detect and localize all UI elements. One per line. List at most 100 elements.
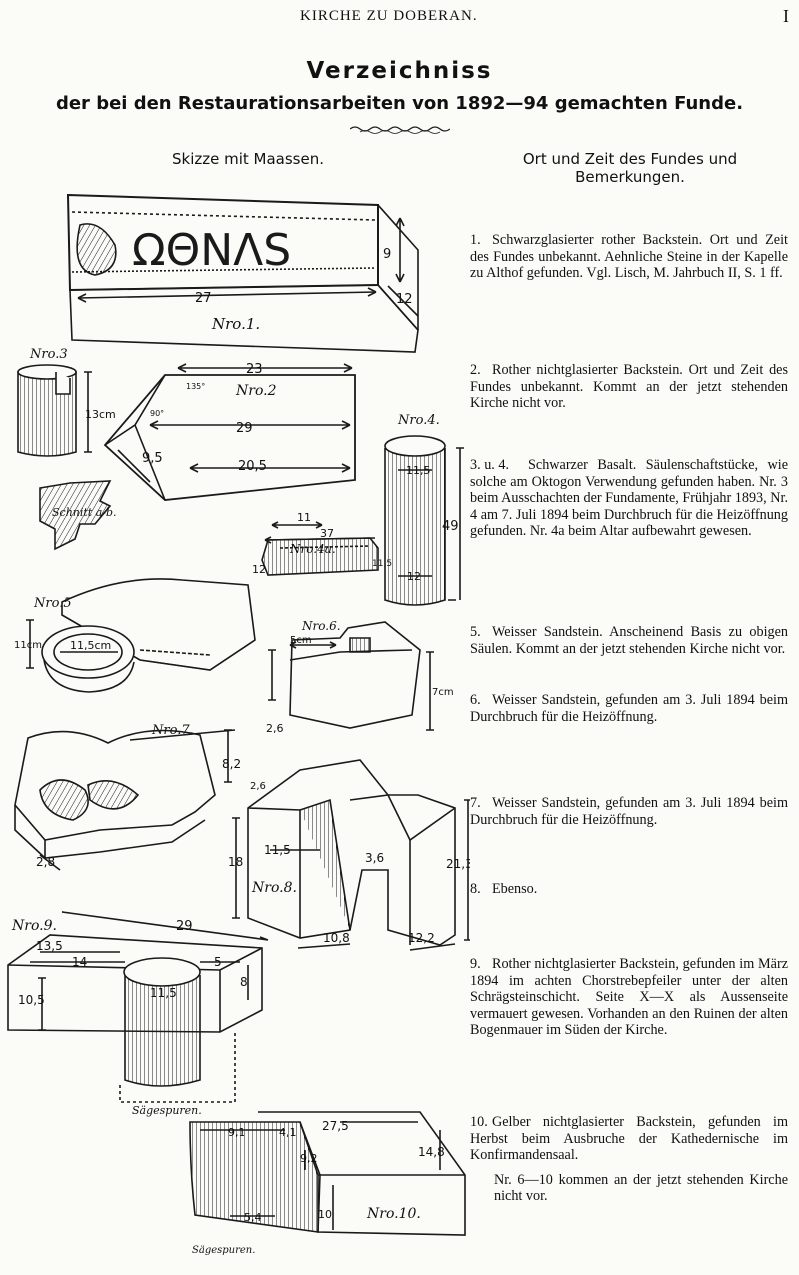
nro9-dim-right-top: 5 bbox=[214, 955, 222, 969]
nro8-dim-height-left: 18 bbox=[228, 855, 243, 869]
column-heading-sketch: Skizze mit Maassen. bbox=[171, 150, 324, 168]
figure-nro7 bbox=[14, 729, 236, 871]
figure-nro9 bbox=[7, 911, 269, 1103]
nro1-dim-length: 27 bbox=[195, 291, 212, 306]
column-heading-remarks: Ort und Zeit des Fundes und Bemerkungen. bbox=[522, 150, 738, 186]
entry-text: Schwarzer Basalt. Säulenschaftstücke, wi… bbox=[470, 457, 788, 539]
entry-number: 1. bbox=[470, 232, 481, 248]
figure-nro2 bbox=[103, 363, 356, 501]
nro4-label: Nro.4. bbox=[397, 413, 440, 428]
page-title: Verzeichniss bbox=[306, 58, 493, 84]
figure-nro3 bbox=[17, 364, 112, 551]
nro1-dim-height: 9 bbox=[383, 247, 391, 262]
nro10-saw-marks: Sägespuren. bbox=[192, 1245, 255, 1256]
entry-text: Rother nichtglasierter Backstein, gefund… bbox=[470, 956, 788, 1038]
sketch-figures: ΩΘΝΛS 27 9 12 Nro.1. Nro.3 13cm Schnitt … bbox=[7, 193, 470, 1256]
entry-9: 9.Rother nichtglasierter Backstein, gefu… bbox=[470, 956, 788, 1039]
nro9-dim-diameter: 11,5 bbox=[150, 986, 177, 1000]
entry-5: 5.Weisser Sandstein. Anscheinend Basis z… bbox=[470, 624, 788, 657]
figure-nro4 bbox=[384, 435, 464, 606]
nro5-dim-height: 11cm bbox=[14, 640, 42, 651]
nro7-dim-height: 8,2 bbox=[222, 757, 241, 771]
nro2-dim-length: 23 bbox=[246, 362, 263, 377]
entry-number: 6. bbox=[470, 692, 481, 708]
nro8-dim-bottom-left: 10,8 bbox=[323, 931, 350, 945]
entry-8: 8.Ebenso. bbox=[470, 881, 788, 898]
nro1-dim-depth: 12 bbox=[396, 292, 413, 307]
entry-1: 1.Schwarzglasierter rother Backstein. Or… bbox=[470, 232, 788, 282]
nro6-label: Nro.6. bbox=[301, 619, 341, 633]
nro1-label: Nro.1. bbox=[211, 315, 260, 333]
nro10-dim-a: 9,1 bbox=[228, 1126, 246, 1139]
nro9-label: Nro.9. bbox=[11, 918, 57, 934]
nro4-dim-bottom: 12 bbox=[407, 570, 421, 583]
nro10-dim-d: 5,4 bbox=[244, 1211, 262, 1224]
nro2-dim-base: 20,5 bbox=[238, 459, 267, 474]
page-number: I bbox=[783, 6, 789, 26]
nro4a-dim-width: 11 bbox=[297, 511, 311, 524]
nro5-dim-diameter: 11,5cm bbox=[70, 639, 111, 652]
nro5-label: Nro.5 bbox=[33, 596, 72, 611]
entry-number: 10. bbox=[470, 1114, 488, 1130]
nro3-label: Nro.3 bbox=[29, 347, 68, 362]
entry-text: Gelber nichtglasierter Backstein, gefund… bbox=[470, 1114, 788, 1163]
entry-text: Ebenso. bbox=[492, 881, 538, 897]
figure-nro1: ΩΘΝΛS bbox=[66, 193, 419, 353]
nro7-dim-base: 2,8 bbox=[36, 855, 55, 869]
entry-text: Weisser Sandstein, gefunden am 3. Juli 1… bbox=[470, 795, 788, 828]
entry-2: 2.Rother nichtglasierter Backstein. Ort … bbox=[470, 362, 788, 412]
page-subtitle: der bei den Restaurationsarbeiten von 18… bbox=[55, 93, 744, 114]
nro4a-dim-left: 12 bbox=[252, 563, 266, 576]
nro6-dim-base: 2,6 bbox=[266, 722, 284, 735]
nro3-dim-height: 13cm bbox=[85, 408, 116, 421]
nro6-dim-width: 5cm bbox=[290, 635, 312, 646]
nro2-dim-side: 9,5 bbox=[142, 451, 163, 466]
entry-number: 7. bbox=[470, 795, 481, 811]
figure-nro10 bbox=[189, 1111, 466, 1236]
nro1-lettering: ΩΘΝΛS bbox=[132, 225, 291, 276]
nro8-dim-bottom-right: 12,2 bbox=[408, 931, 435, 945]
figure-nro6 bbox=[268, 621, 434, 731]
entry-text: Weisser Sandstein. Anscheinend Basis zu … bbox=[470, 624, 788, 657]
nro9-dim-side: 8 bbox=[240, 975, 248, 989]
figure-nro4a bbox=[261, 521, 379, 576]
entry-10: 10.Gelber nichtglasierter Backstein, gef… bbox=[470, 1114, 788, 1205]
nro9-dim-height: 10,5 bbox=[18, 993, 45, 1007]
nro2-angle-135: 135° bbox=[186, 382, 205, 391]
nro10-dim-b: 4,1 bbox=[279, 1126, 297, 1139]
closing-note: Nr. 6—10 kommen an der jetzt stehenden K… bbox=[494, 1171, 788, 1205]
entry-text: Rother nichtglasierter Backstein. Ort un… bbox=[470, 362, 788, 411]
nro10-label: Nro.10. bbox=[366, 1206, 421, 1222]
entry-number: 5. bbox=[470, 624, 481, 640]
nro4-dim-height: 49 bbox=[442, 519, 459, 534]
entry-number: 2. bbox=[470, 362, 481, 378]
nro10-dim-length: 27,5 bbox=[322, 1119, 349, 1133]
nro8-dim-height-right: 21,3 bbox=[446, 857, 470, 871]
nro2-label: Nro.2 bbox=[235, 383, 277, 399]
nro9-dim-diagonal: 13,5 bbox=[36, 939, 63, 953]
nro9-dim-length: 29 bbox=[176, 919, 193, 934]
running-head-title: KIRCHE ZU DOBERAN. bbox=[300, 8, 478, 24]
entry-6: 6.Weisser Sandstein, gefunden am 3. Juli… bbox=[470, 692, 788, 725]
nro4a-dim-length: 37 bbox=[320, 527, 334, 540]
entry-text: Schwarzglasierter rother Backstein. Ort … bbox=[470, 232, 788, 281]
nro6-dim-height: 7cm bbox=[432, 687, 454, 698]
nro2-dim-diagonal: 29 bbox=[236, 421, 253, 436]
nro4a-dim-right: 11,5 bbox=[372, 559, 392, 569]
nro4-dim-top: 11,5 bbox=[406, 464, 431, 477]
nro8-dim-width: 11,5 bbox=[264, 843, 291, 857]
nro8-dim-top-left: 2,6 bbox=[250, 781, 266, 792]
wave-ornament bbox=[350, 126, 450, 134]
entry-3-4: 3. u. 4.Schwarzer Basalt. Säulenschaftst… bbox=[470, 457, 788, 540]
nro9-saw-marks: Sägespuren. bbox=[132, 1104, 202, 1117]
entry-number: 3. u. 4. bbox=[470, 457, 510, 473]
nro10-dim-depth: 14,8 bbox=[418, 1145, 445, 1159]
nro3-section-label: Schnitt a-b. bbox=[52, 506, 117, 519]
figure-nro5 bbox=[26, 578, 256, 693]
nro4a-label: Nro.4a. bbox=[289, 542, 336, 556]
nro2-angle-90: 90° bbox=[150, 409, 164, 418]
running-head: KIRCHE ZU DOBERAN. I bbox=[0, 6, 799, 28]
nro10-dim-height: 10 bbox=[318, 1208, 332, 1221]
nro8-label: Nro.8. bbox=[251, 880, 297, 896]
entry-number: 9. bbox=[470, 956, 481, 972]
